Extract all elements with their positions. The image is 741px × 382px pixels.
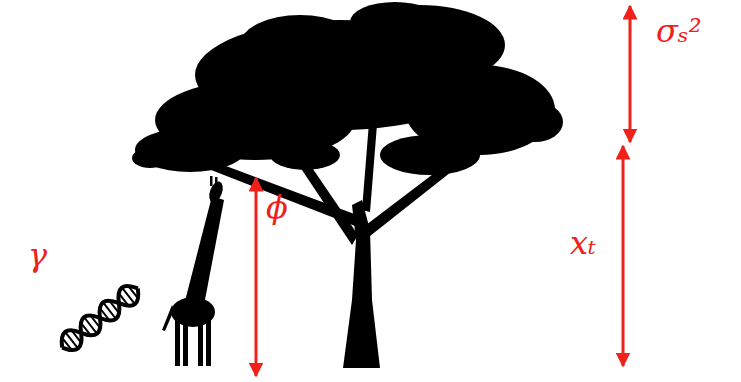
gamma-symbol: γ xyxy=(28,238,47,273)
dna-icon xyxy=(56,280,145,356)
x-symbol: xₜ xyxy=(570,226,596,261)
phi-arrow xyxy=(255,178,258,376)
sigma-symbol: σₛ² xyxy=(656,14,701,49)
phi-symbol: ϕ xyxy=(266,190,288,225)
tree-silhouette xyxy=(132,2,563,368)
giraffe-silhouette xyxy=(162,176,225,366)
x-arrow xyxy=(622,146,625,366)
dimension-arrows xyxy=(256,6,630,376)
sigma-arrow xyxy=(629,6,632,142)
